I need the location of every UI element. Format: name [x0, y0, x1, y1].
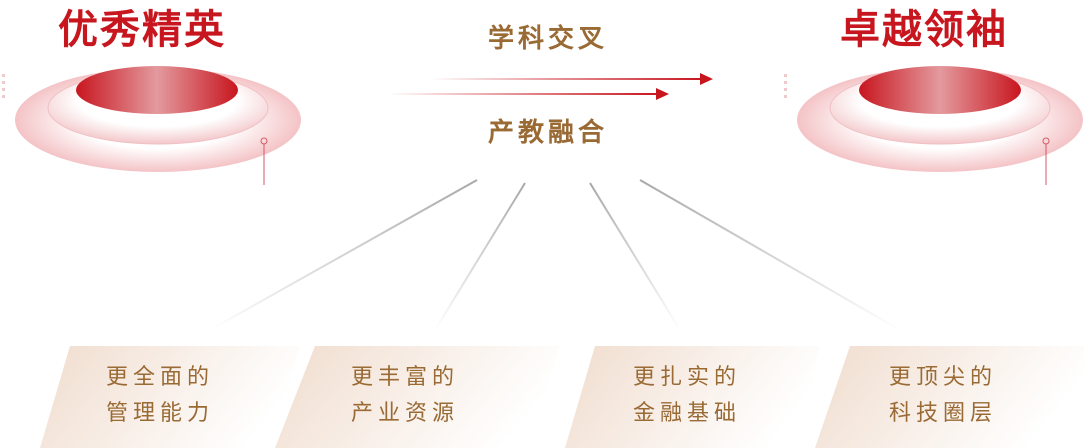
- card-2-line2: 产业资源: [350, 401, 459, 426]
- card-bg: [40, 346, 300, 448]
- center-bottom-label: 产教融合: [488, 118, 609, 148]
- left-stage-title: 优秀精英: [58, 7, 226, 53]
- card-1-line2: 管理能力: [105, 401, 214, 426]
- card-3-line2: 金融基础: [632, 401, 741, 426]
- card-2: 更丰富的 产业资源: [340, 360, 470, 432]
- card-bg: [815, 346, 1084, 448]
- arrow-right-icon: [388, 88, 669, 100]
- card-1: 更全面的 管理能力: [95, 360, 225, 432]
- decor-dots: [2, 74, 5, 98]
- card-bg: [565, 346, 820, 448]
- card-3: 更扎实的 金融基础: [622, 360, 752, 432]
- card-4-line1: 更顶尖的: [888, 365, 997, 390]
- right-stage-title: 卓越领袖: [840, 7, 1008, 53]
- right-platform-icon: [797, 66, 1083, 185]
- card-4-line2: 科技圈层: [888, 401, 997, 426]
- card-bg: [275, 346, 560, 448]
- arrow-right-icon: [430, 73, 713, 85]
- left-platform-icon: [15, 66, 301, 185]
- connector-rays: [209, 179, 901, 331]
- card-3-line1: 更扎实的: [632, 365, 741, 390]
- card-2-line1: 更丰富的: [350, 365, 459, 390]
- center-top-label: 学科交叉: [488, 24, 609, 54]
- card-4: 更顶尖的 科技圈层: [878, 360, 1008, 432]
- card-1-line1: 更全面的: [105, 365, 214, 390]
- decor-dots: [784, 74, 787, 98]
